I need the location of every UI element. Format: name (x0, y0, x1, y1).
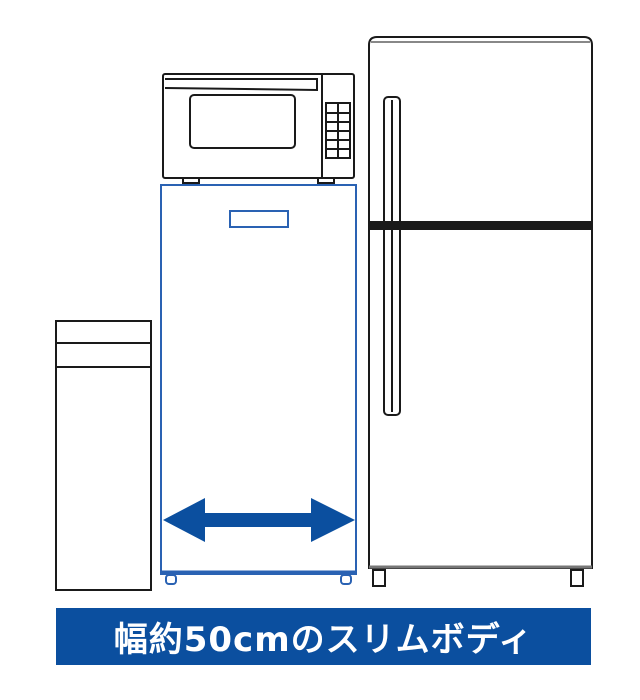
caption-text: 幅約50cmのスリムボディ (113, 620, 534, 660)
large-fridge-illustration (368, 36, 593, 587)
width-arrow-icon (163, 498, 355, 542)
microwave-illustration (162, 73, 355, 184)
slim-fridge-illustration (160, 184, 357, 585)
small-cabinet-illustration (55, 320, 152, 591)
caption-banner: 幅約50cmのスリムボディ (56, 608, 591, 665)
